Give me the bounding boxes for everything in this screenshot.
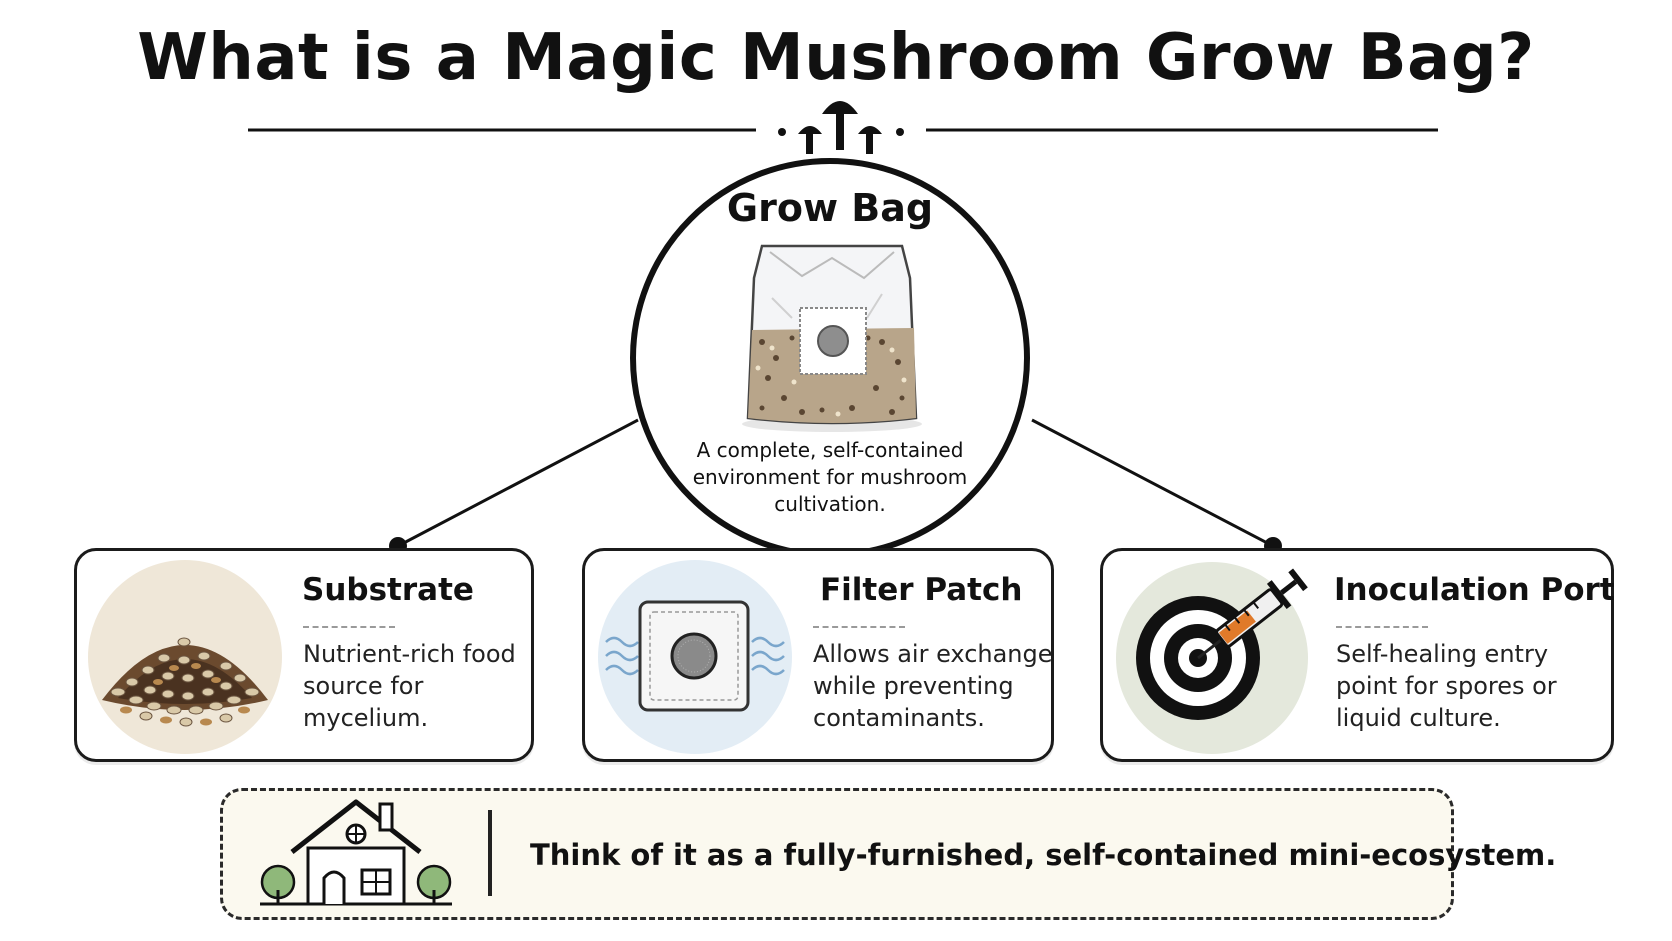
inoculation-port-separator [1336, 626, 1428, 628]
filter-patch-icon [605, 600, 785, 712]
mushroom-icon [778, 101, 904, 154]
substrate-description: Nutrient-rich food source for mycelium. [303, 640, 516, 732]
banner-divider [488, 810, 492, 896]
grow-bag-description: A complete, self-contained environment f… [692, 438, 968, 516]
summary-banner [220, 788, 1454, 920]
house-icon [260, 799, 452, 906]
grow-bag-icon [742, 244, 922, 432]
title-divider [248, 101, 1438, 154]
inoculation-port-title: Inoculation Port [1334, 572, 1615, 608]
filter-patch-separator [813, 626, 905, 628]
filter-patch-title: Filter Patch [820, 572, 1023, 608]
page-title: What is a Magic Mushroom Grow Bag? [137, 21, 1535, 95]
summary-text: Think of it as a fully-furnished, self-c… [530, 838, 1557, 872]
filter-patch-description: Allows air exchange while preventing con… [813, 640, 1053, 732]
grow-bag-title: Grow Bag [726, 186, 934, 230]
substrate-separator [303, 626, 395, 628]
target-syringe-icon [1136, 568, 1308, 720]
inoculation-port-description: Self-healing entry point for spores or l… [1336, 640, 1557, 732]
substrate-title: Substrate [302, 572, 474, 608]
grain-pile-icon [102, 637, 268, 727]
